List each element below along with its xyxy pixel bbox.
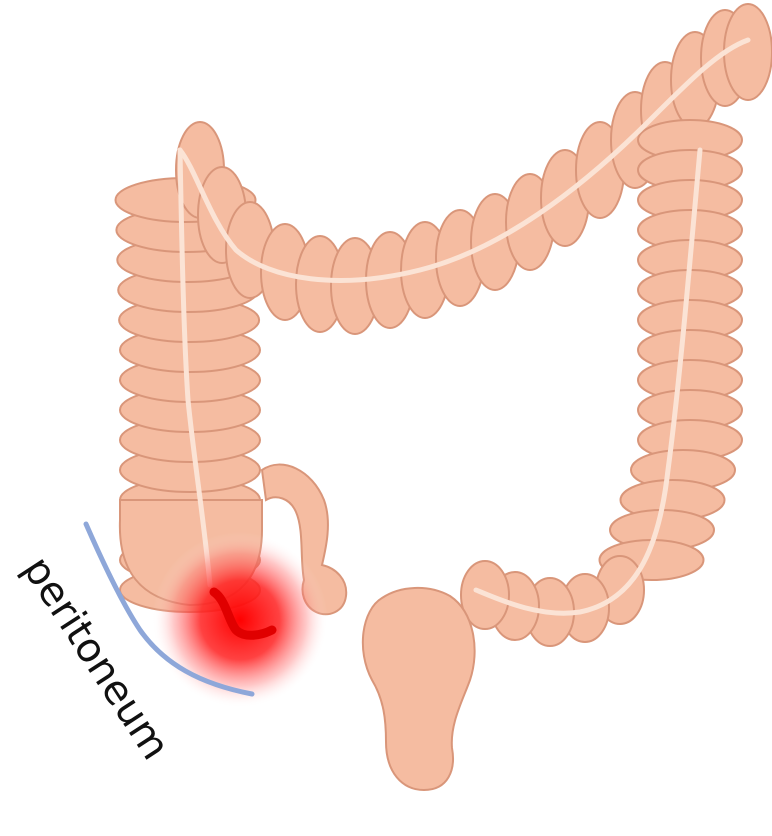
rectum [363, 588, 475, 790]
inflammation-glow [152, 532, 328, 708]
transverse-colon-haustrum [724, 4, 772, 100]
